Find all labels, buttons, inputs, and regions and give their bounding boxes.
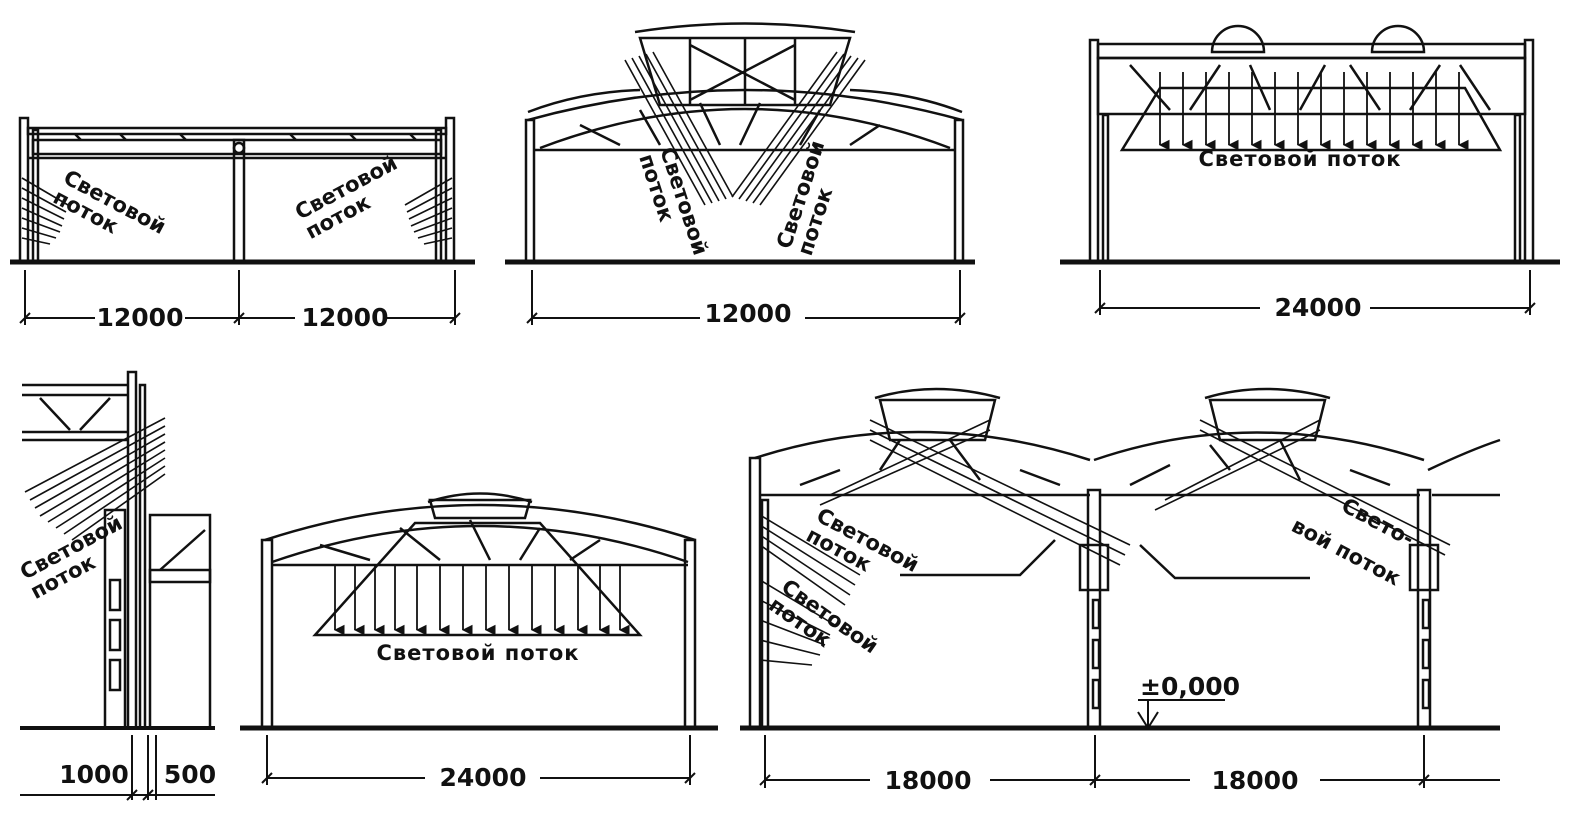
level-value: ±0,000	[1140, 672, 1240, 701]
dimension-value: 18000	[1212, 766, 1299, 795]
dimension-value: 12000	[705, 299, 792, 328]
pointer-line	[900, 539, 1056, 577]
section-e	[240, 492, 718, 731]
low-building	[148, 513, 212, 730]
roof-beam	[31, 138, 443, 156]
roof-slab	[1096, 42, 1527, 60]
section-b	[505, 22, 975, 265]
window	[108, 658, 122, 692]
dimension-value: 18000	[885, 766, 972, 795]
pointer-line	[1139, 544, 1310, 580]
label-light-flow: Световойпоток	[772, 138, 850, 259]
truss-diagonals	[319, 519, 601, 562]
lantern-top	[427, 492, 533, 504]
truss-box	[22, 383, 128, 442]
section-f	[740, 387, 1501, 731]
label-light-flow: Световойпоток	[16, 511, 136, 604]
level-marker	[1137, 699, 1225, 730]
column	[1101, 113, 1110, 264]
roof-slope	[754, 430, 1091, 462]
truss-diagonals	[579, 102, 881, 147]
roof-slope	[1093, 431, 1425, 462]
roof-marks	[74, 133, 417, 141]
lantern-top	[634, 22, 856, 34]
column-head	[1078, 543, 1110, 592]
label-light-flow: Световойпоток	[291, 151, 411, 244]
column	[524, 118, 536, 264]
dimension-line	[261, 735, 696, 785]
window	[1091, 638, 1101, 670]
roof-beam	[26, 126, 448, 136]
dimension-value: 12000	[97, 303, 184, 332]
light-rays-f	[759, 419, 1451, 666]
column	[1088, 38, 1100, 264]
column	[760, 498, 770, 730]
dimension-value: 24000	[440, 763, 527, 792]
roof-top	[264, 503, 696, 542]
label-light-flow: Световойпоток	[802, 503, 922, 596]
truss-box	[1096, 56, 1527, 116]
column	[18, 116, 30, 264]
dimension-value: 12000	[302, 303, 389, 332]
dimension-line	[526, 270, 966, 325]
window	[1421, 678, 1431, 710]
section-c	[1060, 24, 1560, 265]
dimension-value: 500	[164, 760, 216, 789]
column	[748, 456, 762, 730]
dome-skylight	[1370, 24, 1426, 54]
light-rays-left	[21, 177, 69, 245]
wall-column	[126, 370, 138, 730]
column	[1523, 38, 1535, 264]
column-head	[1408, 543, 1440, 592]
lantern-top	[1204, 387, 1331, 400]
truss-arc	[539, 107, 951, 150]
column	[683, 538, 697, 730]
lantern-top	[874, 387, 1001, 400]
skylight-lantern	[878, 398, 997, 442]
skylight-lantern	[428, 498, 532, 520]
light-distribution	[1119, 86, 1503, 152]
dome-skylight	[1210, 24, 1266, 54]
dimension-line	[1094, 270, 1536, 315]
label-light-flow: Световой поток	[1198, 147, 1401, 171]
column	[953, 118, 965, 264]
light-arrows-c	[1158, 72, 1469, 151]
window	[1421, 598, 1431, 630]
eave	[527, 88, 963, 114]
label-light-flow: Световойпоток	[49, 165, 169, 258]
window	[108, 578, 122, 612]
light-rays-b	[624, 51, 866, 206]
window	[1091, 678, 1101, 710]
roof-slope	[1427, 438, 1501, 472]
window	[1421, 638, 1431, 670]
truss-diagonals	[799, 439, 1391, 487]
low-brace	[159, 529, 206, 571]
beam-joint	[232, 141, 246, 155]
truss-arc	[271, 524, 689, 564]
label-light-flow: Световой поток	[376, 641, 579, 665]
dimension-line	[759, 735, 1500, 788]
dimension-line	[19, 270, 461, 325]
dimension-value: 24000	[1275, 293, 1362, 322]
low-beam	[148, 568, 212, 584]
light-distribution	[312, 521, 643, 637]
dimension-value: 1000	[59, 760, 129, 789]
light-arrows-e	[333, 565, 630, 636]
column	[1513, 113, 1522, 264]
column	[444, 116, 456, 264]
section-a	[10, 116, 475, 265]
column	[260, 538, 274, 730]
light-rays-d	[24, 417, 166, 541]
truss-diagonals	[39, 397, 111, 431]
lantern-frame	[688, 38, 797, 105]
light-rays-right	[404, 177, 453, 245]
window	[1091, 598, 1101, 630]
dimension-line	[20, 735, 215, 801]
label-light-flow: Световойпоток	[634, 144, 712, 265]
window	[108, 618, 122, 652]
wall-column	[138, 383, 147, 730]
skylight-lantern	[1208, 398, 1327, 442]
